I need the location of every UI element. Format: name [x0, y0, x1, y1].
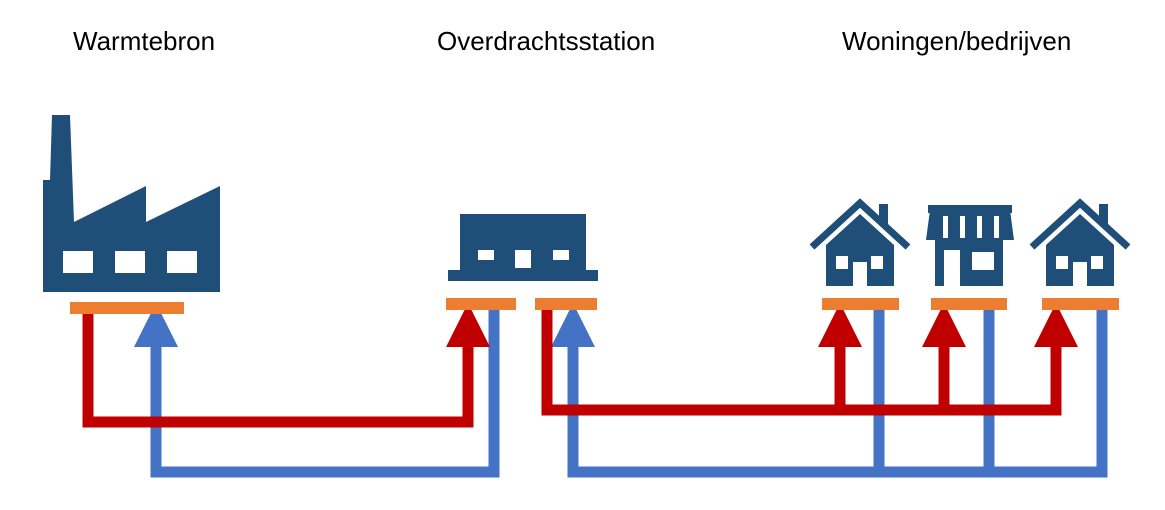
factory-icon — [43, 115, 220, 292]
exchanger-bar-house-2 — [1042, 298, 1119, 310]
consumers-label: Woningen/bedrijven — [842, 26, 1072, 56]
transfer-station-label: Overdrachtsstation — [437, 26, 656, 56]
heat-exchangers — [70, 298, 1119, 314]
exchanger-bar-station-primary — [446, 298, 516, 310]
exchanger-bar-house-1 — [822, 298, 899, 310]
heat-source-label: Warmtebron — [73, 26, 216, 56]
exchanger-bar-source — [70, 302, 184, 314]
house-icon — [1029, 198, 1131, 286]
house-icon — [809, 198, 911, 286]
exchanger-bar-station-secondary — [535, 298, 597, 310]
supply-pipes — [82, 303, 1078, 428]
exchanger-bar-shop — [931, 298, 1007, 310]
return-pipes — [134, 303, 1108, 478]
shop-icon — [926, 205, 1014, 286]
substation-icon — [448, 214, 598, 281]
